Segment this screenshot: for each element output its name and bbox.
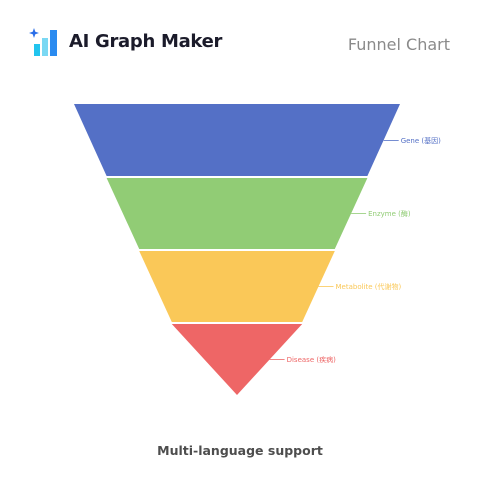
funnel-segment[interactable] (74, 104, 400, 176)
chart-type-label: Funnel Chart (347, 35, 450, 54)
funnel-segment[interactable] (171, 324, 303, 395)
bar-chart-sparkle-icon (29, 28, 57, 56)
funnel-segment[interactable] (106, 178, 368, 249)
funnel-label: Metabolite (代谢物) (336, 282, 402, 291)
funnel-label: Enzyme (酶) (368, 209, 411, 218)
funnel-segment[interactable] (139, 251, 335, 322)
brand-name: AI Graph Maker (69, 31, 223, 52)
funnel-label: Disease (疾病) (287, 355, 336, 364)
footer-caption: Multi-language support (157, 443, 323, 458)
funnel-label: Gene (基因) (401, 136, 441, 145)
header: AI Graph Maker Funnel Chart (0, 0, 480, 90)
